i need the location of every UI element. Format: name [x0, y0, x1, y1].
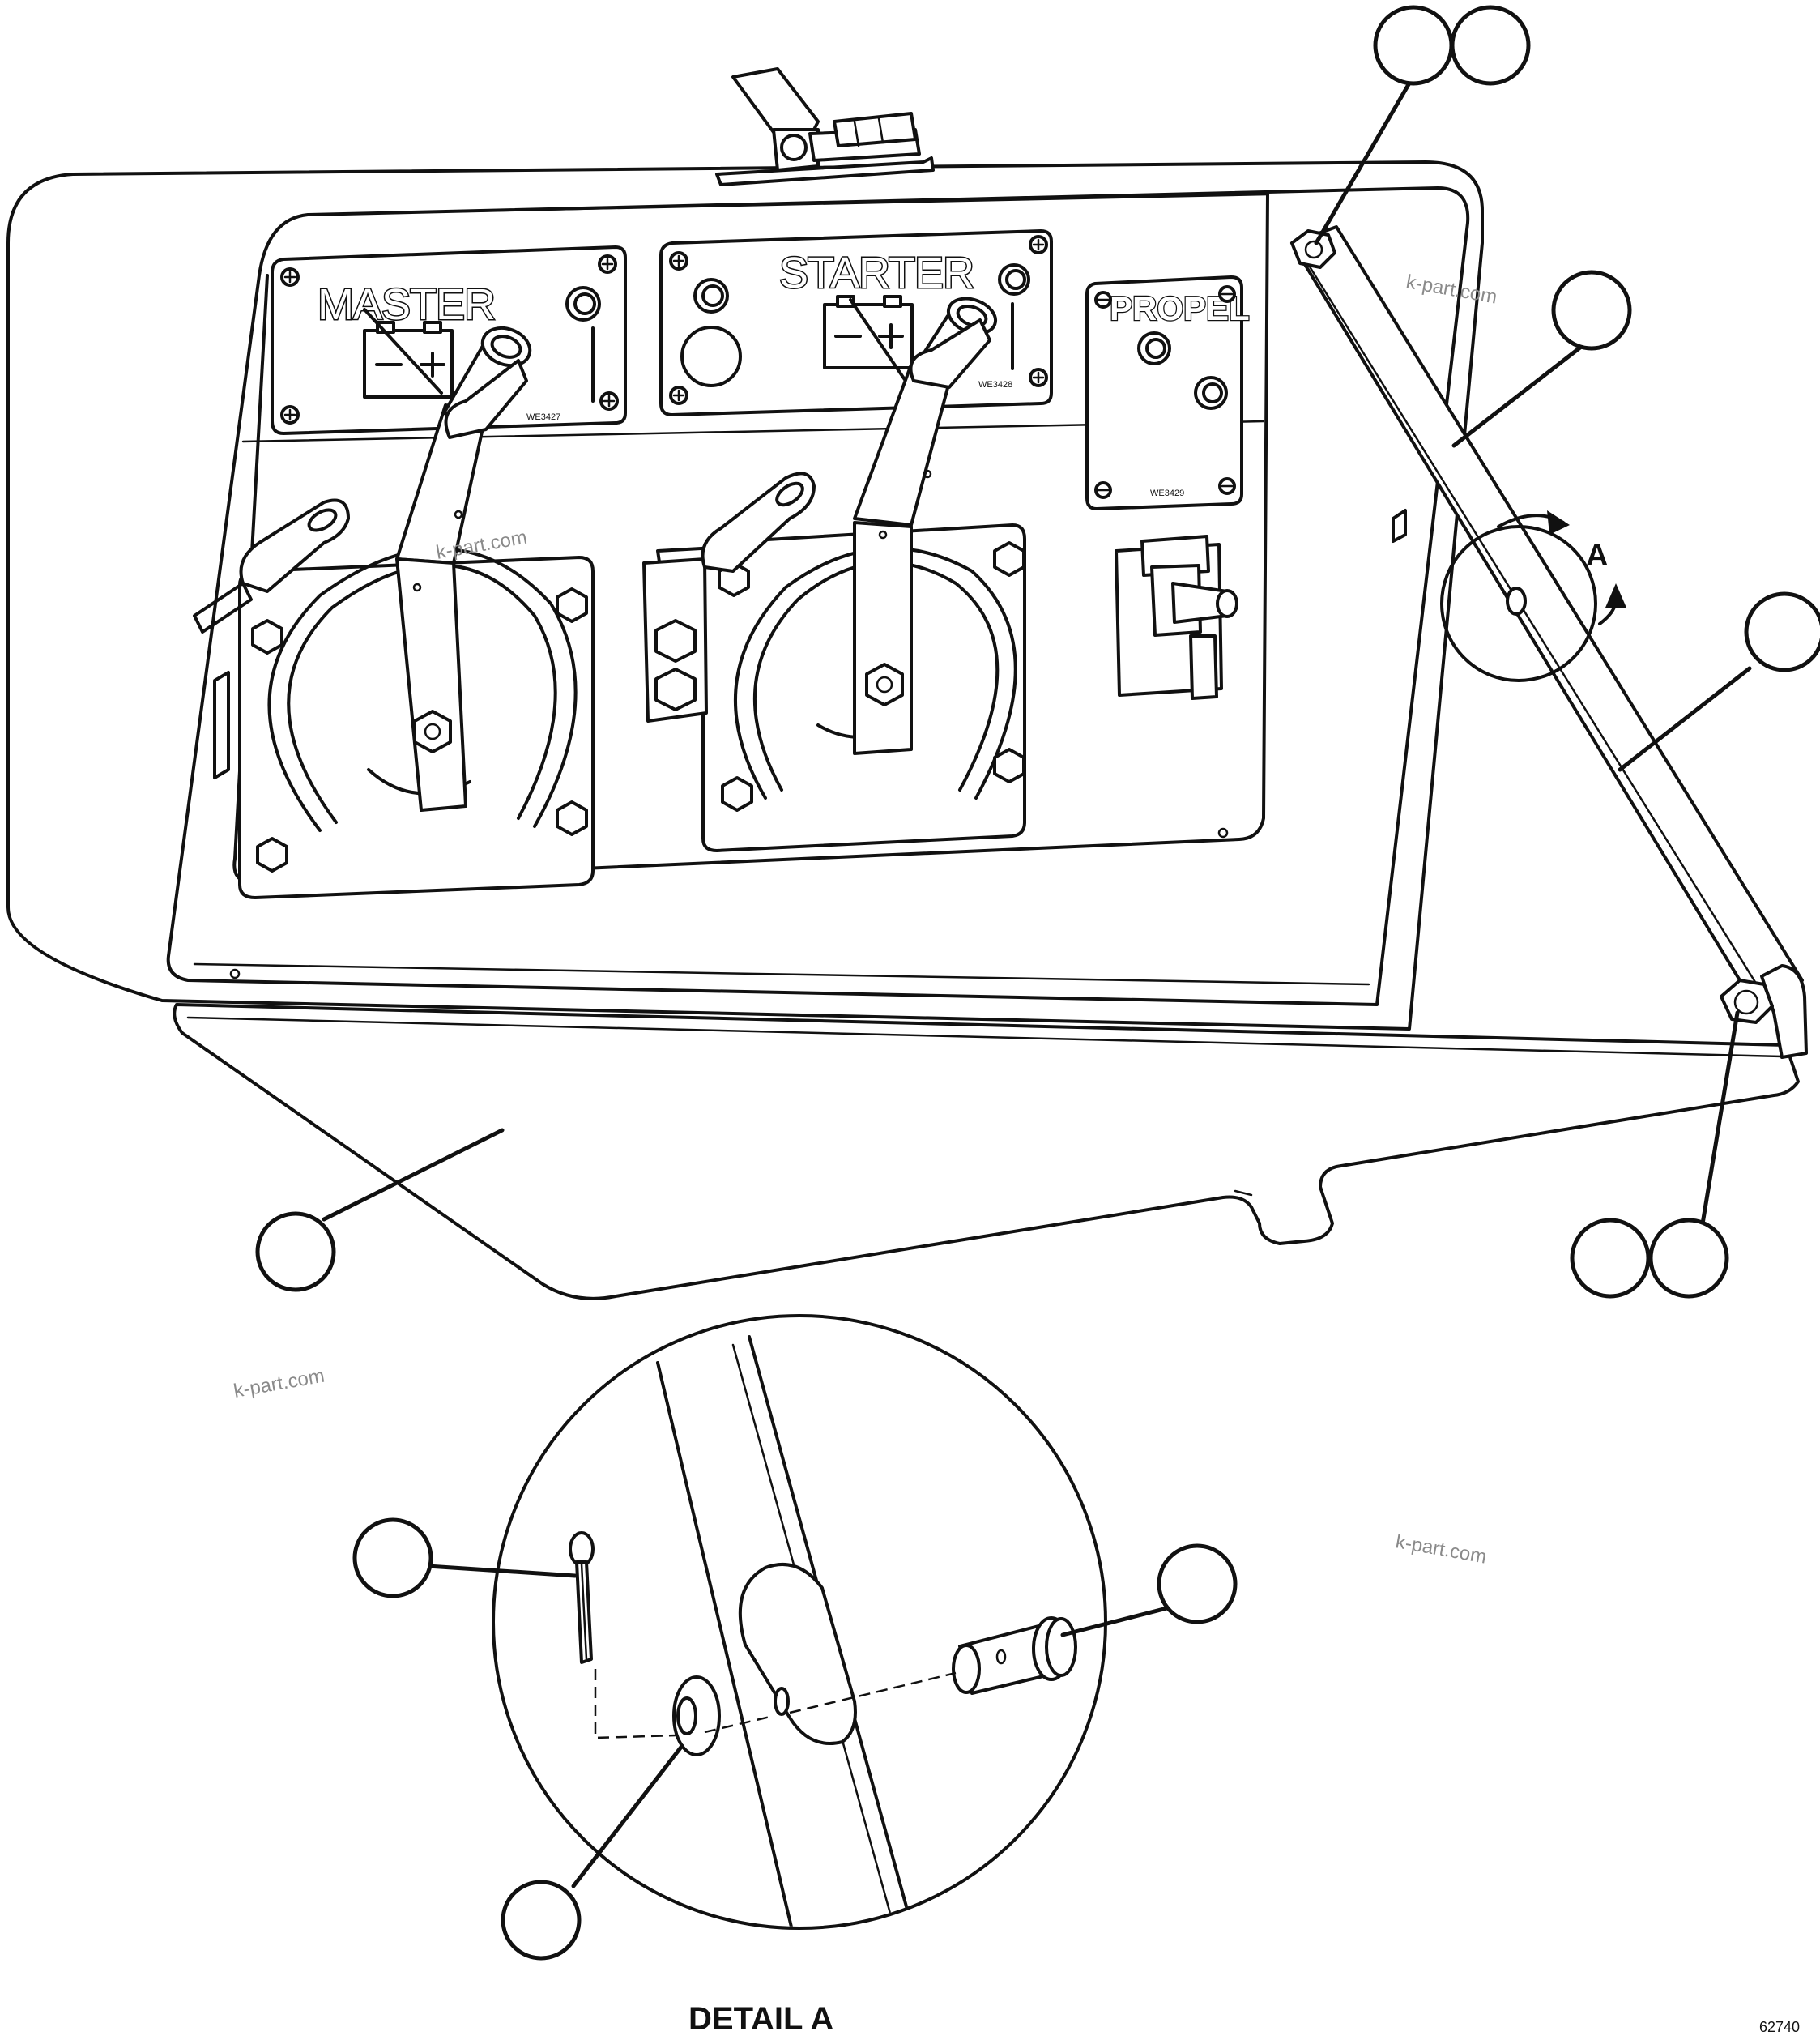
view-letter-a: A	[1586, 539, 1608, 573]
screw-icon	[598, 254, 617, 274]
cotter-pin-icon	[569, 1531, 595, 1664]
washer-icon	[672, 1675, 721, 1756]
callout-leaders	[322, 74, 1752, 1888]
bolt-icon	[993, 748, 1025, 783]
starter-part-code: WE3428	[978, 380, 1012, 390]
bolt-icon	[993, 541, 1025, 577]
bolt-icon	[556, 800, 588, 836]
bolt-icon	[413, 710, 452, 753]
screw-icon	[1029, 235, 1048, 254]
watermark: k-part.com	[1394, 1530, 1488, 1568]
starter-label: STARTER	[779, 249, 974, 297]
nut-icon	[1290, 229, 1336, 269]
bolt-icon	[654, 619, 697, 663]
detail-a-title: DETAIL A	[688, 2001, 833, 2037]
callout-bubble	[1648, 1218, 1729, 1299]
watermark: k-part.com	[232, 1365, 326, 1402]
watermark: k-part.com	[1404, 271, 1498, 308]
callout-bubble	[1551, 270, 1632, 351]
callout-bubble	[1373, 5, 1454, 86]
bolt-icon	[556, 587, 588, 623]
screw-icon	[1094, 291, 1112, 309]
master-switch-assembly	[193, 326, 595, 899]
master-part-code: WE3427	[526, 412, 560, 422]
screw-icon	[280, 405, 300, 425]
screw-icon	[669, 251, 688, 271]
callout-bubble	[1570, 1218, 1651, 1299]
figure-number: 62740	[1759, 2019, 1800, 2035]
screw-icon	[669, 386, 688, 405]
callout-bubble	[1744, 591, 1820, 672]
starter-switch-assembly	[642, 297, 1026, 852]
propel-part-code: WE3429	[1150, 489, 1184, 498]
screw-icon	[1029, 368, 1048, 387]
callout-bubble	[1450, 5, 1531, 86]
callout-bubbles	[255, 5, 1820, 1961]
clevis-pin-icon	[952, 1616, 1077, 1695]
detail-a-indicator: A	[1440, 510, 1626, 682]
screw-icon	[280, 267, 300, 287]
screw-icon	[1094, 481, 1112, 499]
propel-switch-panel: PROPEL WE3429	[1085, 275, 1251, 510]
screw-icon	[599, 391, 619, 411]
callout-bubble	[352, 1517, 433, 1598]
cover-lid	[173, 827, 1800, 1300]
screw-icon	[1218, 285, 1236, 303]
arrow-right-icon	[1547, 510, 1570, 535]
nut-icon	[1720, 979, 1774, 1024]
master-label: MASTER	[318, 280, 495, 329]
callout-bubble	[501, 1880, 582, 1961]
bolt-icon	[721, 776, 753, 812]
callout-bubble	[255, 1211, 336, 1292]
latch-assembly	[715, 67, 935, 186]
bolt-icon	[251, 619, 283, 655]
detail-a-view	[492, 1314, 1107, 1930]
watermarks: k-part.com k-part.com k-part.com k-part.…	[232, 271, 1498, 1568]
propel-toggle-switch	[1115, 535, 1238, 700]
bolt-icon	[654, 668, 697, 711]
master-switch-panel: MASTER WE3427	[271, 245, 627, 435]
arrow-up-icon	[1605, 583, 1626, 608]
callout-bubble	[1157, 1543, 1238, 1624]
bolt-icon	[865, 663, 904, 706]
control-box-housing	[6, 160, 1484, 1031]
bolt-icon	[256, 837, 288, 873]
screw-icon	[1218, 477, 1236, 495]
